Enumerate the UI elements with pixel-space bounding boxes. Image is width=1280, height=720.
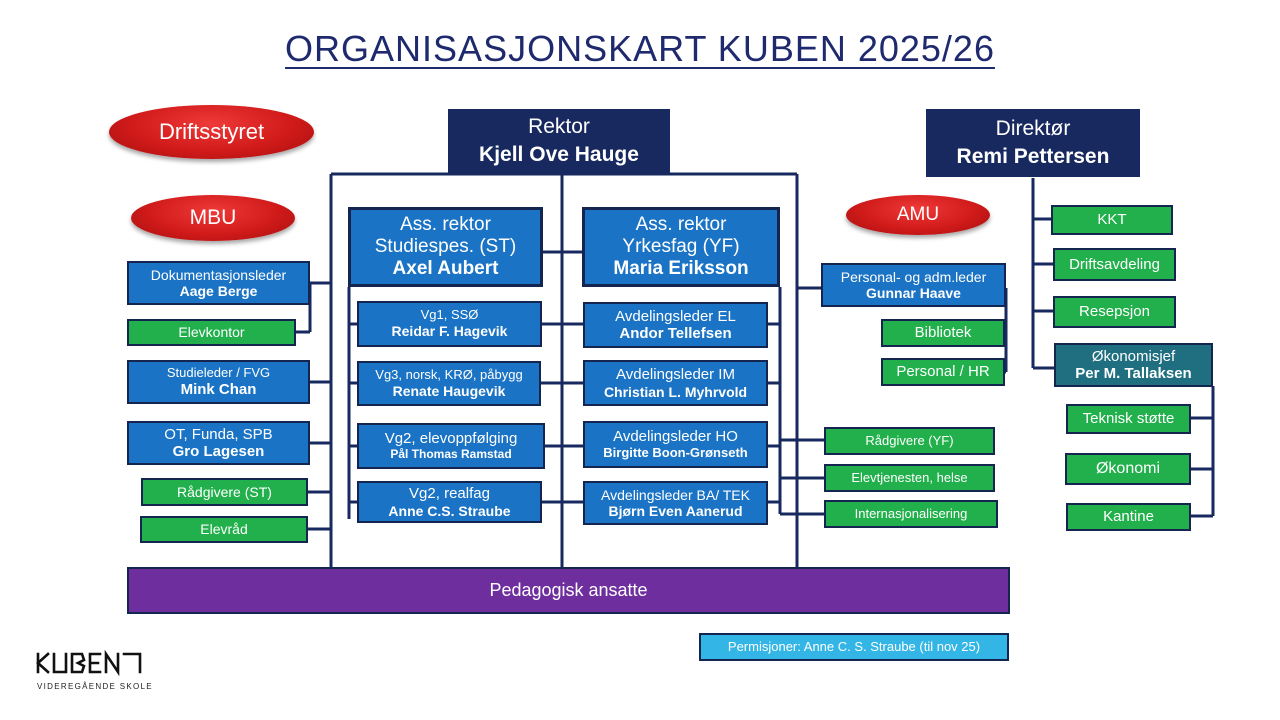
st-leader-3-box: Vg2, elevoppfølging Pål Thomas Ramstad [357,423,545,469]
bibliotek-box: Bibliotek [881,319,1005,347]
yf-leader-3-role: Avdelingsleder HO [613,428,738,446]
yf-leader-2-name: Christian L. Myhrvold [603,383,748,400]
direktor-role: Direktør [995,116,1071,140]
st-leader-1-name: Reidar F. Hagevik [391,323,508,340]
elevkontor-box: Elevkontor [127,319,296,346]
kkt-label: KKT [1097,211,1127,229]
studieleder-box: Studieleder / FVG Mink Chan [127,360,310,404]
driftsavdeling-label: Driftsavdeling [1069,255,1160,273]
rektor-role: Rektor [528,114,590,138]
yf-leader-3-name: Birgitte Boon-Grønseth [603,444,748,460]
ass-st-role1: Ass. rektor [400,214,491,236]
personal-hr-label: Personal / HR [896,363,990,381]
elevtjenesten-box: Elevtjenesten, helse [824,464,995,492]
personal-leder-name: Gunnar Haave [866,285,961,301]
yf-leader-1-box: Avdelingsleder EL Andor Tellefsen [583,302,768,348]
amu-oval: AMU [846,195,990,235]
pedagogisk-ansatte-label: Pedagogisk ansatte [489,580,648,601]
st-leader-3-name: Pål Thomas Ramstad [390,446,512,461]
yf-leader-2-box: Avdelingsleder IM Christian L. Myhrvold [583,360,768,406]
kantine-label: Kantine [1103,508,1154,526]
rektor-box: Rektor Kjell Ove Hauge [448,109,670,173]
studieleder-role: Studieleder / FVG [166,364,271,380]
okonomisjef-name: Per M. Tallaksen [1075,365,1192,382]
st-leader-1-box: Vg1, SSØ Reidar F. Hagevik [357,301,542,347]
elevrad-box: Elevråd [140,516,308,543]
resepsjon-box: Resepsjon [1053,296,1176,328]
yf-leader-4-box: Avdelingsleder BA/ TEK Bjørn Even Aaneru… [583,481,768,525]
direktor-box: Direktør Remi Pettersen [926,109,1140,177]
kkt-box: KKT [1051,205,1173,235]
elevrad-label: Elevråd [200,521,248,538]
yf-leader-3-box: Avdelingsleder HO Birgitte Boon-Grønseth [583,421,768,468]
st-leader-2-role: Vg3, norsk, KRØ, påbygg [375,366,523,382]
internasjonalisering-box: Internasjonalisering [824,500,998,528]
okonomi-label: Økonomi [1095,459,1161,477]
amu-label: AMU [896,204,940,225]
radgivere-st-box: Rådgivere (ST) [141,478,308,506]
elevkontor-label: Elevkontor [178,324,245,341]
radgivere-yf-label: Rådgivere (YF) [865,432,954,448]
radgivere-yf-box: Rådgivere (YF) [824,427,995,455]
yf-leader-1-role: Avdelingsleder EL [615,307,736,325]
driftsstyret-label: Driftsstyret [158,119,265,144]
st-leader-4-name: Anne C.S. Straube [388,502,511,519]
okonomisjef-box: Økonomisjef Per M. Tallaksen [1054,343,1213,387]
ass-yf-role2: Yrkesfag (YF) [622,236,740,258]
dokumentasjonsleder-name: Aage Berge [179,283,258,299]
yf-leader-1-name: Andor Tellefsen [619,325,732,342]
permisjoner-box: Permisjoner: Anne C. S. Straube (til nov… [699,633,1009,661]
yf-leader-4-name: Bjørn Even Aanerud [608,503,743,519]
ass-yf-role1: Ass. rektor [635,214,727,236]
kantine-box: Kantine [1066,503,1191,531]
mbu-oval: MBU [131,195,295,241]
radgivere-st-label: Rådgivere (ST) [177,483,272,500]
teknisk-stotte-box: Teknisk støtte [1066,404,1191,434]
ot-name: Gro Lagesen [172,443,265,460]
logo-subtitle: VIDEREGÅENDE SKOLE [37,682,153,691]
okonomi-box: Økonomi [1065,453,1191,485]
studieleder-name: Mink Chan [180,380,257,398]
driftsavdeling-box: Driftsavdeling [1053,248,1176,281]
ass-st-name: Axel Aubert [392,257,499,279]
yf-leader-4-role: Avdelingsleder BA/ TEK [601,486,750,503]
page-title: ORGANISASJONSKART KUBEN 2025/26 [285,28,995,69]
ass-yf-name: Maria Eriksson [613,257,749,279]
personal-hr-box: Personal / HR [881,358,1005,386]
st-leader-3-role: Vg2, elevoppfølging [384,430,518,448]
teknisk-stotte-label: Teknisk støtte [1082,410,1175,428]
elevtjenesten-label: Elevtjenesten, helse [851,469,968,485]
dokumentasjonsleder-role: Dokumentasjonsleder [150,266,287,283]
direktor-name: Remi Pettersen [956,145,1110,168]
ass-st-role2: Studiespes. (ST) [374,236,517,258]
personal-leder-box: Personal- og adm.leder Gunnar Haave [821,263,1006,307]
personal-leder-role: Personal- og adm.leder [840,268,987,285]
pedagogisk-ansatte-bar: Pedagogisk ansatte [127,567,1010,614]
resepsjon-label: Resepsjon [1079,303,1150,321]
okonomisjef-role: Økonomisjef [1091,347,1176,365]
dokumentasjonsleder-box: Dokumentasjonsleder Aage Berge [127,261,310,305]
rektor-name: Kjell Ove Hauge [479,143,639,166]
st-leader-4-role: Vg2, realfag [409,485,490,503]
driftsstyret-oval: Driftsstyret [109,105,314,159]
yf-leader-2-role: Avdelingsleder IM [616,366,735,384]
internasjonalisering-label: Internasjonalisering [854,505,968,521]
ass-rektor-st-box: Ass. rektor Studiespes. (ST) Axel Aubert [348,207,543,287]
st-leader-1-role: Vg1, SSØ [420,307,479,323]
permisjoner-label: Permisjoner: Anne C. S. Straube (til nov… [727,638,981,654]
ot-role: OT, Funda, SPB [164,425,273,443]
ass-rektor-yf-box: Ass. rektor Yrkesfag (YF) Maria Eriksson [582,207,780,287]
bibliotek-label: Bibliotek [914,324,972,342]
ot-box: OT, Funda, SPB Gro Lagesen [127,421,310,465]
st-leader-2-box: Vg3, norsk, KRØ, påbygg Renate Haugevik [357,361,541,406]
st-leader-4-box: Vg2, realfag Anne C.S. Straube [357,481,542,523]
mbu-label: MBU [189,206,237,229]
st-leader-2-name: Renate Haugevik [392,382,506,399]
kuben-logo [36,650,142,677]
